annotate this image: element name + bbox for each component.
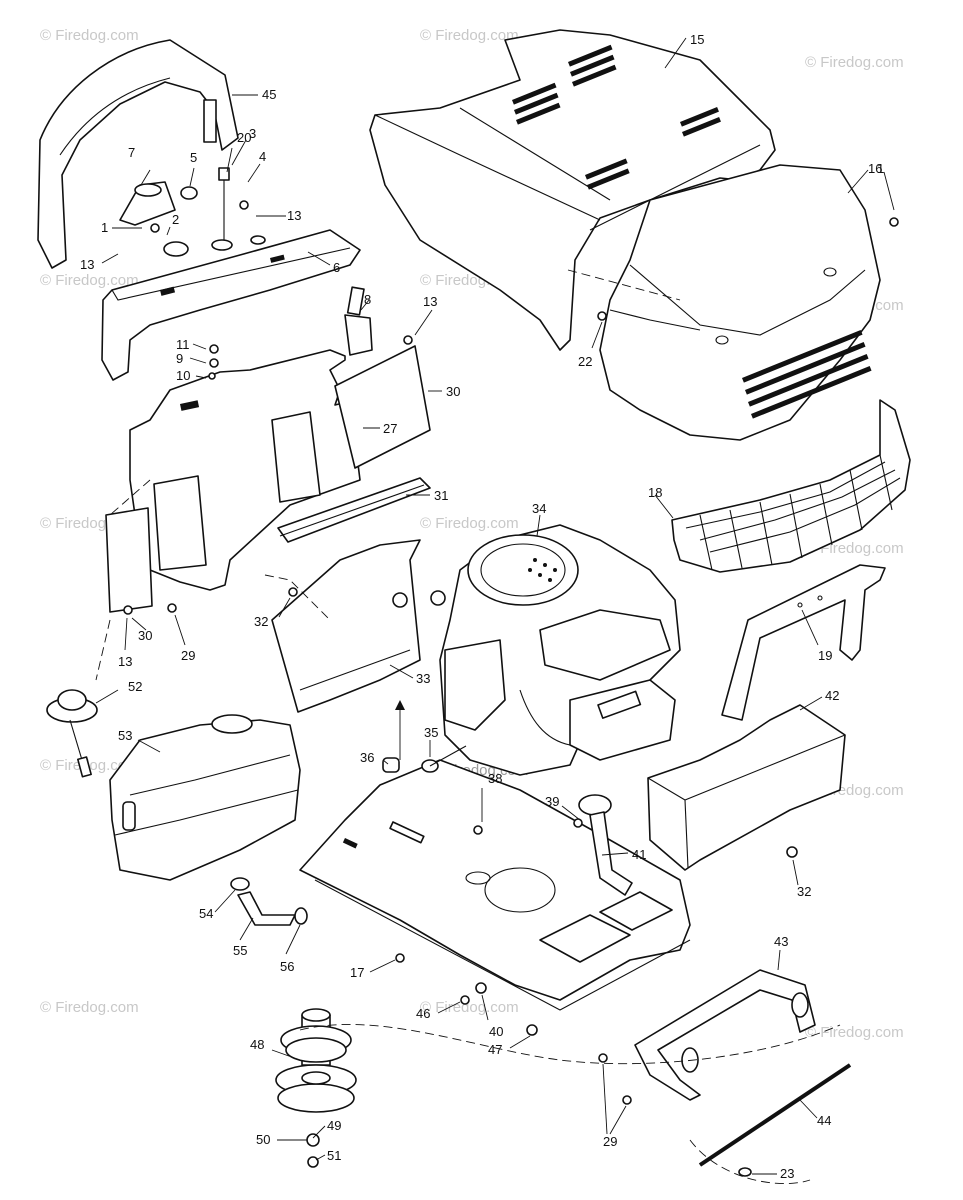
callout-52: 52 [128,679,142,694]
hitch-bracket-part [634,969,816,1101]
heat-shield-part [271,539,421,713]
callout-46: 46 [416,1006,430,1021]
callout-38: 38 [488,771,502,786]
callout-27: 27 [383,421,397,436]
callout-9: 9 [176,351,183,366]
key-switch-part [119,167,249,240]
callout-48: 48 [250,1037,264,1052]
callout-13-c: 13 [423,294,437,309]
callout-40: 40 [489,1024,503,1039]
callout-10: 10 [176,368,190,383]
callout-1-b: 1 [877,161,884,176]
callout-49: 49 [327,1118,341,1133]
callout-55: 55 [233,943,247,958]
callout-47: 47 [488,1042,502,1057]
callout-22: 22 [578,354,592,369]
callout-56: 56 [280,959,294,974]
callout-45: 45 [262,87,276,102]
callout-29-a: 29 [181,648,195,663]
leader-lines [95,37,895,1175]
callout-43: 43 [774,934,788,949]
callout-30-a: 30 [446,384,460,399]
watermark: © Firedog.com [40,999,139,1016]
brace-part [277,477,431,543]
hood-part [369,29,776,351]
callout-2: 2 [172,212,179,227]
callout-41: 41 [632,847,646,862]
callout-1-a: 1 [101,220,108,235]
side-panel-part [129,349,366,591]
callout-3: 3 [249,126,256,141]
pulley-part [275,1008,357,1168]
callout-13-b: 13 [80,257,94,272]
frame-part [299,759,691,1011]
callout-39: 39 [545,794,559,809]
front-bracket-part [721,564,886,721]
fuel-cap-part [46,689,98,778]
callout-18: 18 [648,485,662,500]
fuel-line-part [230,877,308,926]
callout-29-b: 29 [603,1134,617,1149]
engine-part [430,524,681,776]
callout-51: 51 [327,1148,341,1163]
callout-23: 23 [780,1166,794,1181]
bumper-screen-part [671,399,911,573]
watermark: © Firedog.com [805,1024,904,1041]
callout-36: 36 [360,750,374,765]
reference-lines [95,269,841,1185]
hardware-parts [123,217,899,1105]
callout-30-b: 30 [138,628,152,643]
callout-54: 54 [199,906,213,921]
callout-32-b: 32 [797,884,811,899]
callout-44: 44 [817,1113,831,1128]
watermark: © Firedog.com [805,54,904,71]
callout-labels: 45 3 7 5 20 4 13 1 2 13 6 8 13 11 9 10 3… [80,32,884,1181]
callout-11: 11 [176,337,190,352]
watermark: © Firedog.com [420,27,519,44]
callout-50: 50 [256,1132,270,1147]
muffler-shield-part [647,704,846,871]
watermark: © Firedog.com [420,515,519,532]
callout-5: 5 [190,150,197,165]
callout-13-a: 13 [287,208,301,223]
callout-19: 19 [818,648,832,663]
callout-17: 17 [350,965,364,980]
callout-35: 35 [424,725,438,740]
callout-53: 53 [118,728,132,743]
callout-15: 15 [690,32,704,47]
watermark: © Firedog.com [40,27,139,44]
callout-7: 7 [128,145,135,160]
callout-34: 34 [532,501,546,516]
rear-panel-part [105,345,431,613]
watermark: © Firedog.com [40,272,139,289]
choke-part [344,286,373,356]
fuel-tank-part [109,714,301,881]
rod-part [698,1063,852,1177]
callout-6: 6 [333,260,340,275]
callout-31: 31 [434,488,448,503]
callout-20: 20 [237,130,251,145]
callout-32-a: 32 [254,614,268,629]
watermark: © Firedog.com [420,999,519,1016]
callout-13-d: 13 [118,654,132,669]
callout-42: 42 [825,688,839,703]
callout-33: 33 [416,671,430,686]
dash-plate-part [101,229,361,381]
callout-8: 8 [364,292,371,307]
dash-cover-part [37,39,239,269]
callout-4: 4 [259,149,266,164]
grille-part [599,164,881,441]
callout-16: 16 [868,161,882,176]
